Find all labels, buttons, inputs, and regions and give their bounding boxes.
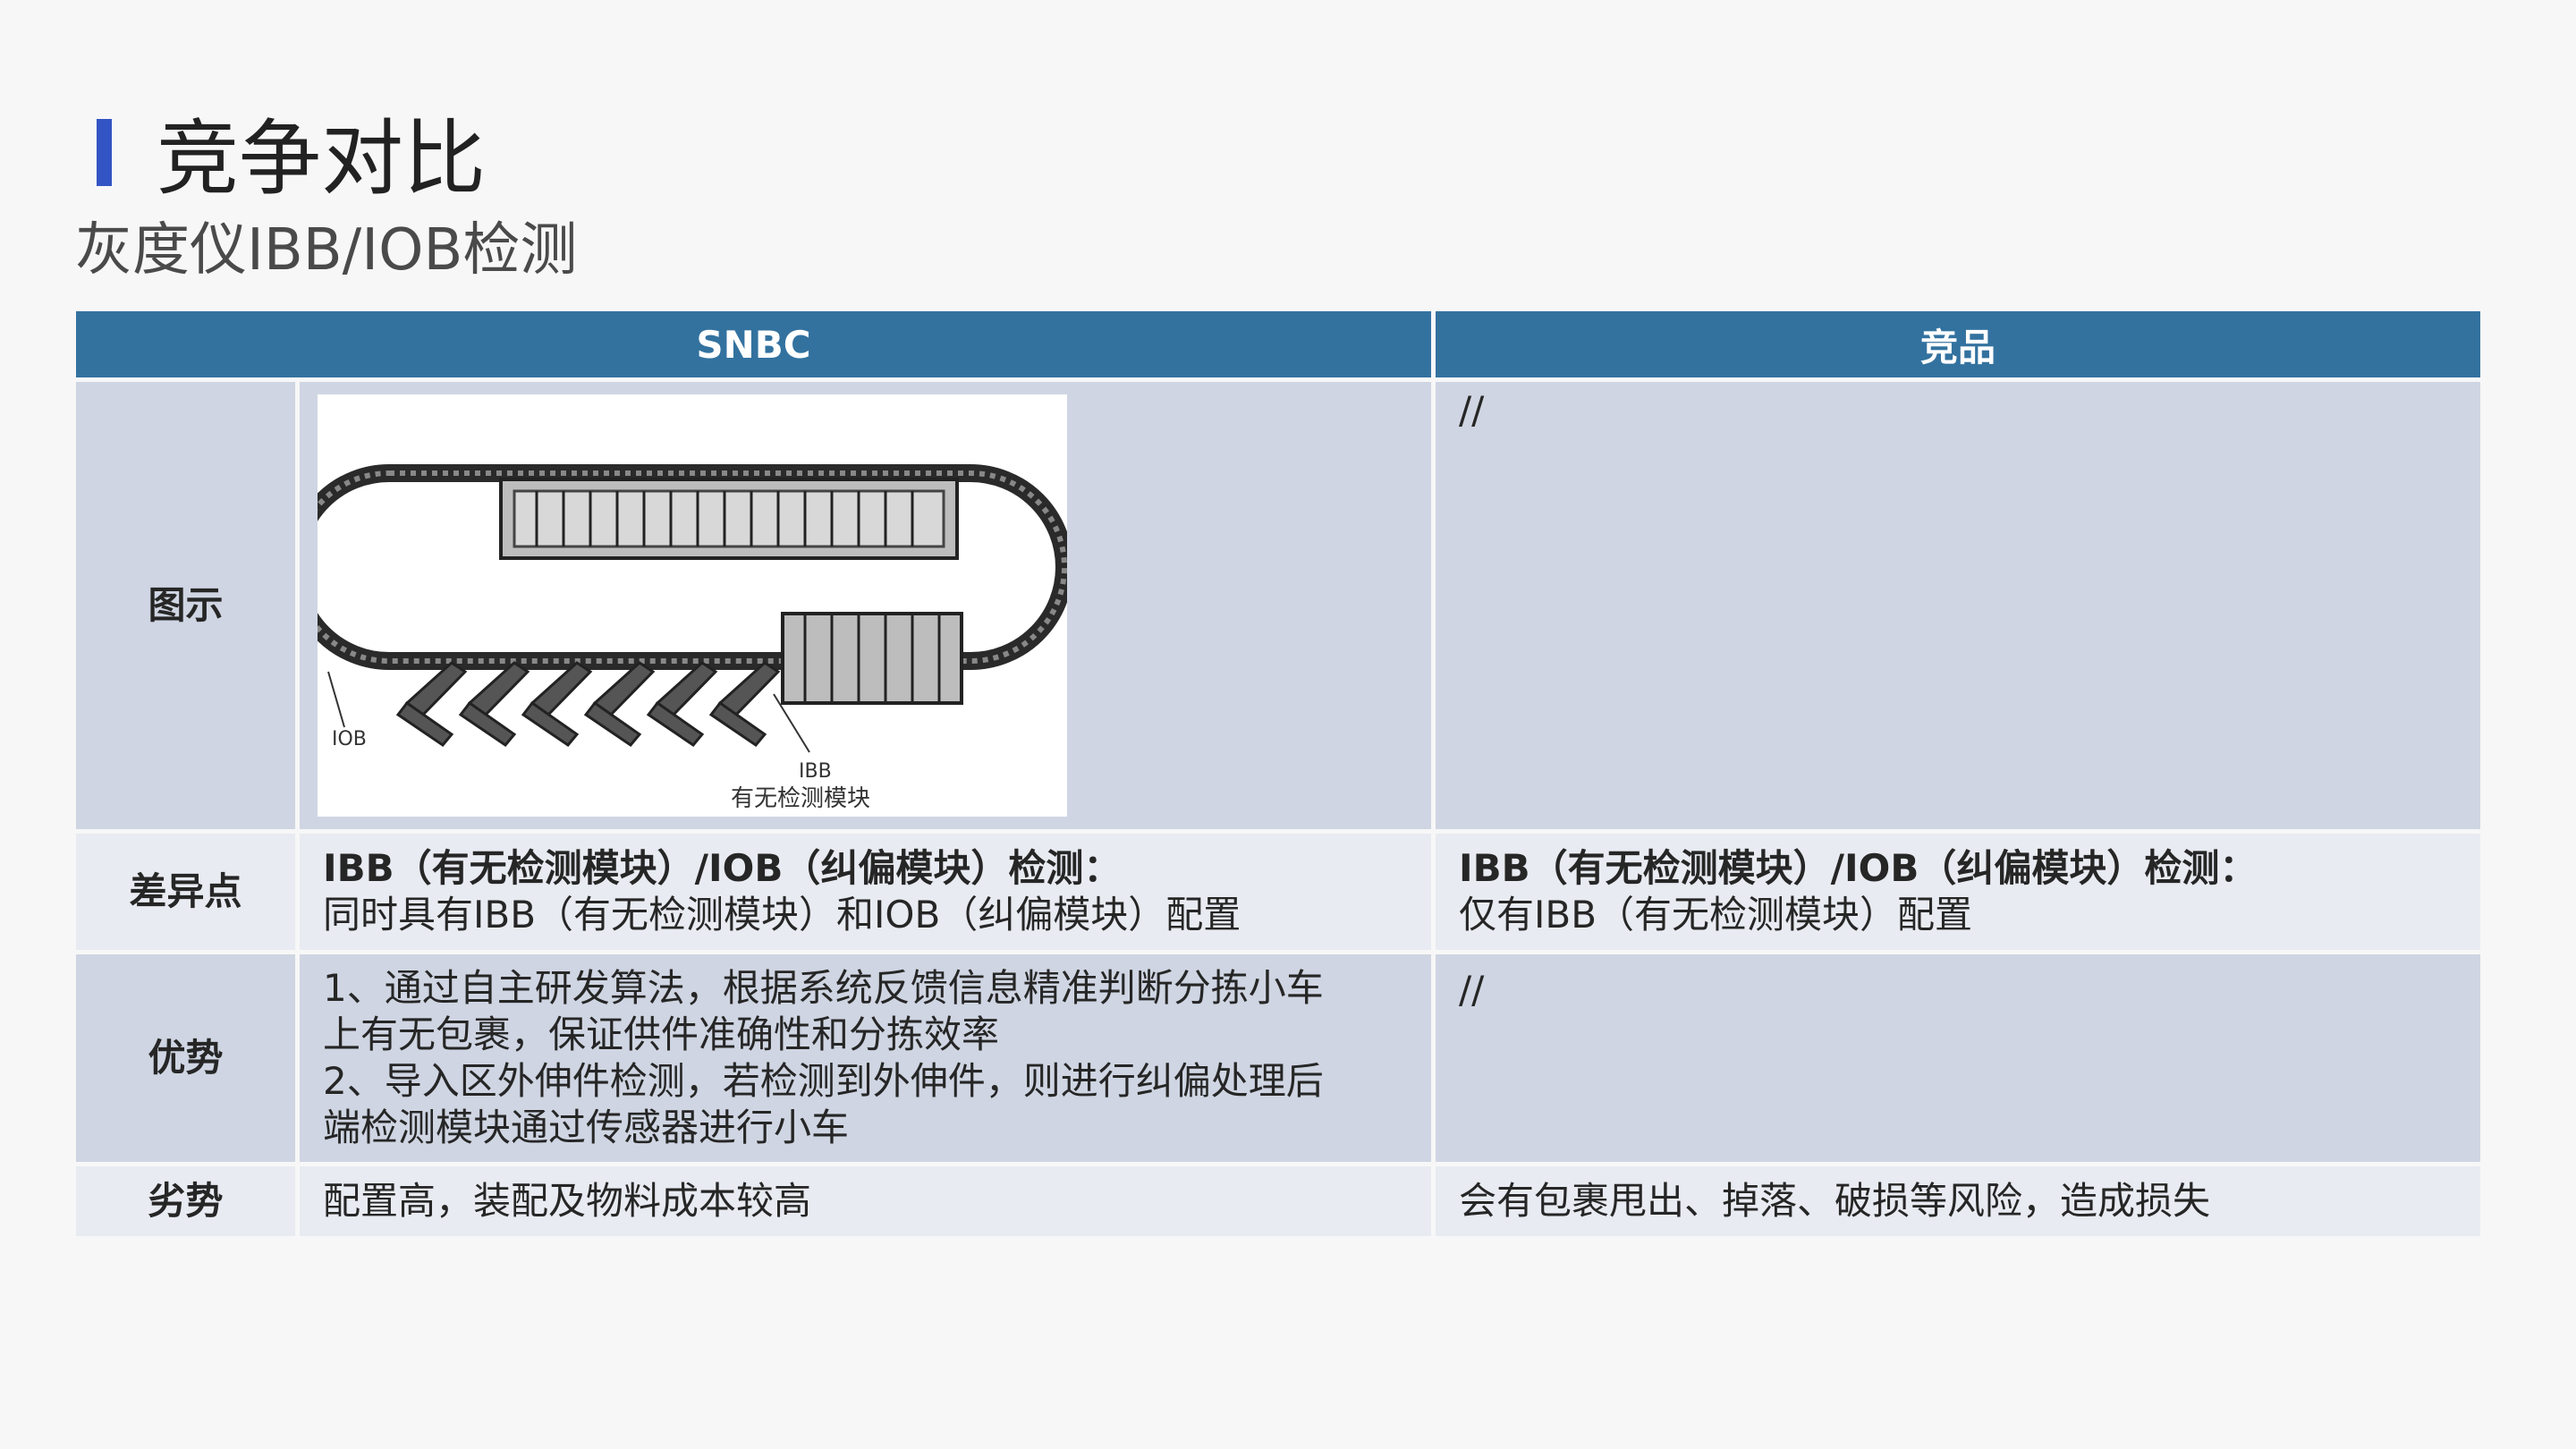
competitor-diagram-cell: // <box>1436 382 2480 829</box>
column-header-snbc: SNBC <box>76 311 1431 377</box>
competitor-difference-text: 仅有IBB（有无检测模块）配置 <box>1459 893 1973 936</box>
table-row-diagram: 图示 <box>76 382 2480 829</box>
snbc-advantage-line: 1、通过自主研发算法，根据系统反馈信息精准判断分拣小车 <box>323 966 1324 1010</box>
snbc-advantage-line: 端检测模块通过传感器进行小车 <box>323 1106 850 1149</box>
table-row-disadvantage: 劣势 配置高，装配及物料成本较高 会有包裹甩出、掉落、破损等风险，造成损失 <box>76 1166 2480 1236</box>
snbc-advantage-line: 2、导入区外伸件检测，若检测到外伸件，则进行纠偏处理后 <box>323 1059 1324 1103</box>
table-row-difference: 差异点 IBB（有无检测模块）/IOB（纠偏模块）检测： 同时具有IBB（有无检… <box>76 834 2480 950</box>
snbc-difference-text: 同时具有IBB（有无检测模块）和IOB（纠偏模块）配置 <box>323 893 1241 936</box>
competitor-difference-heading: IBB（有无检测模块）/IOB（纠偏模块）检测： <box>1459 846 2258 890</box>
sorter-loop-diagram: IOB IBB 有无检测模块 <box>318 464 1067 812</box>
row-label-advantage: 优势 <box>76 954 295 1162</box>
page-title: 竞争对比 <box>157 111 487 207</box>
row-label-disadvantage: 劣势 <box>76 1166 295 1236</box>
column-header-competitor: 竞品 <box>1436 311 2480 377</box>
snbc-difference-cell: IBB（有无检测模块）/IOB（纠偏模块）检测： 同时具有IBB（有无检测模块）… <box>300 834 1431 950</box>
comparison-table: SNBC 竞品 图示 <box>72 307 2485 1241</box>
title-accent-bar <box>97 119 112 186</box>
row-label-difference: 差异点 <box>76 834 295 950</box>
sorter-diagram-image: IOB IBB 有无检测模块 <box>318 394 1067 817</box>
row-label-diagram: 图示 <box>76 382 295 829</box>
competitor-difference-cell: IBB（有无检测模块）/IOB（纠偏模块）检测： 仅有IBB（有无检测模块）配置 <box>1436 834 2480 950</box>
snbc-disadvantage-cell: 配置高，装配及物料成本较高 <box>300 1166 1431 1236</box>
snbc-advantage-line: 上有无包裹，保证供件准确性和分拣效率 <box>323 1013 1000 1056</box>
snbc-advantage-cell: 1、通过自主研发算法，根据系统反馈信息精准判断分拣小车 上有无包裹，保证供件准确… <box>300 954 1431 1162</box>
competitor-disadvantage-cell: 会有包裹甩出、掉落、破损等风险，造成损失 <box>1436 1166 2480 1236</box>
table-row-advantage: 优势 1、通过自主研发算法，根据系统反馈信息精准判断分拣小车 上有无包裹，保证供… <box>76 954 2480 1162</box>
diagram-label-ibb: IBB <box>799 760 832 783</box>
diagram-label-iob: IOB <box>332 728 367 750</box>
diagram-label-module: 有无检测模块 <box>731 785 870 812</box>
page-subtitle: 灰度仪IBB/IOB检测 <box>75 217 578 284</box>
snbc-difference-heading: IBB（有无检测模块）/IOB（纠偏模块）检测： <box>323 846 1122 890</box>
competitor-advantage-cell: // <box>1436 954 2480 1162</box>
snbc-diagram-cell: IOB IBB 有无检测模块 <box>300 382 1431 829</box>
table-header-row: SNBC 竞品 <box>76 311 2480 377</box>
